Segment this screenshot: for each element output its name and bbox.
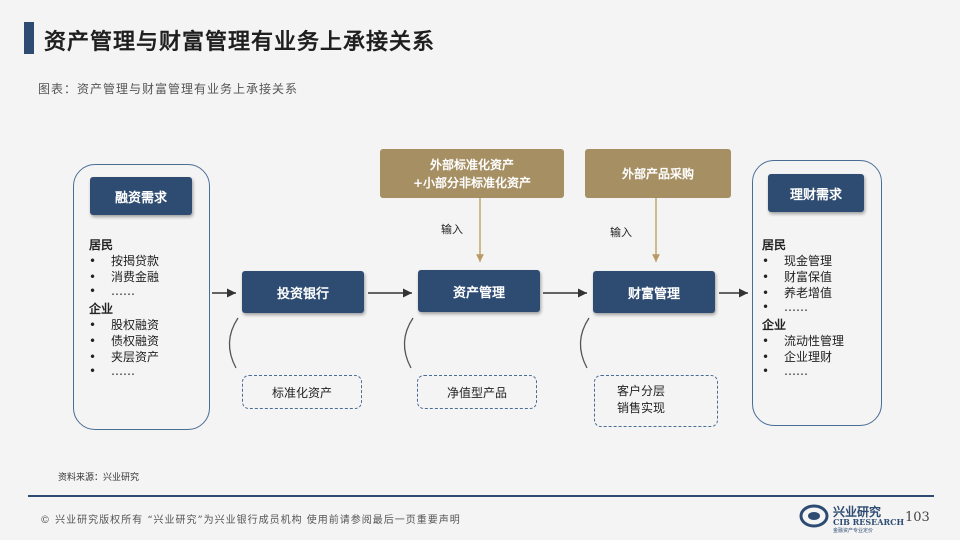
- right-list-item: •企业理财: [762, 350, 833, 364]
- right-list-item: •养老增值: [762, 286, 833, 300]
- wealth-management-node: 财富管理: [593, 271, 715, 313]
- left-list-item: •债权融资: [89, 334, 160, 348]
- wm-output-line2: 销售实现: [617, 401, 666, 415]
- external-products-box: 外部产品采购: [585, 149, 731, 198]
- left-list-item: •……: [89, 284, 135, 298]
- source-note: 资料来源：兴业研究: [58, 473, 140, 483]
- logo-name: 兴业研究: [833, 505, 882, 519]
- bracket-wm: [579, 317, 590, 369]
- left-list-item: •消费金融: [89, 270, 160, 284]
- ib-output-box: 标准化资产: [242, 375, 362, 409]
- wm-output-line1: 客户分层: [617, 384, 666, 398]
- external-assets-line2: +小部分非标准化资产: [412, 175, 532, 190]
- title-accent-bar: [24, 22, 34, 54]
- am-output-box: 净值型产品: [417, 375, 537, 409]
- external-assets-line1: 外部标准化资产: [429, 157, 514, 172]
- right-list-item: •……: [762, 300, 808, 314]
- input-label-am: 输入: [441, 223, 463, 236]
- investment-bank-node: 投资银行: [242, 271, 364, 313]
- left-list-item: •……: [89, 364, 135, 378]
- logo-tagline: 金融资产专业定价: [833, 528, 874, 534]
- left-list-item: •夹层资产: [89, 350, 160, 364]
- ib-output-label: 标准化资产: [271, 385, 332, 400]
- right-list-item: •……: [762, 364, 808, 378]
- input-label-wm: 输入: [610, 226, 632, 239]
- bracket-am: [403, 317, 414, 369]
- right-group-label: 居民: [762, 238, 787, 252]
- logo-english: CIB RESEARCH: [833, 517, 905, 527]
- right-list-item: •现金管理: [762, 254, 833, 268]
- footer-disclaimer: © 兴业研究版权所有 “兴业研究”为兴业银行成员机构 使用前请参阅最后一页重要声…: [40, 515, 461, 526]
- left-group-label: 居民: [89, 238, 114, 252]
- page-title: 资产管理与财富管理有业务上承接关系: [44, 29, 436, 55]
- right-list-item: •财富保值: [762, 270, 833, 284]
- left-group-label: 企业: [89, 302, 114, 316]
- left-list-item: •按揭贷款: [89, 254, 160, 268]
- wealth-demand-header: 理财需求: [768, 174, 864, 212]
- left-list-item: •股权融资: [89, 318, 160, 332]
- page-number: 103: [905, 510, 930, 525]
- asset-management-node: 资产管理: [418, 270, 540, 312]
- wm-output-box: 客户分层 销售实现: [594, 375, 718, 427]
- external-assets-box: 外部标准化资产 +小部分非标准化资产: [380, 149, 564, 198]
- right-list-item: •流动性管理: [762, 334, 845, 348]
- external-products-label: 外部产品采购: [621, 166, 694, 181]
- cib-logo-icon: [799, 504, 829, 528]
- right-group-label: 企业: [762, 318, 787, 332]
- bracket-ib: [228, 317, 239, 369]
- footer-rule: [28, 495, 934, 497]
- financing-demand-header: 融资需求: [90, 177, 192, 215]
- am-output-label: 净值型产品: [446, 385, 507, 400]
- figure-caption: 图表：资产管理与财富管理有业务上承接关系: [38, 82, 299, 96]
